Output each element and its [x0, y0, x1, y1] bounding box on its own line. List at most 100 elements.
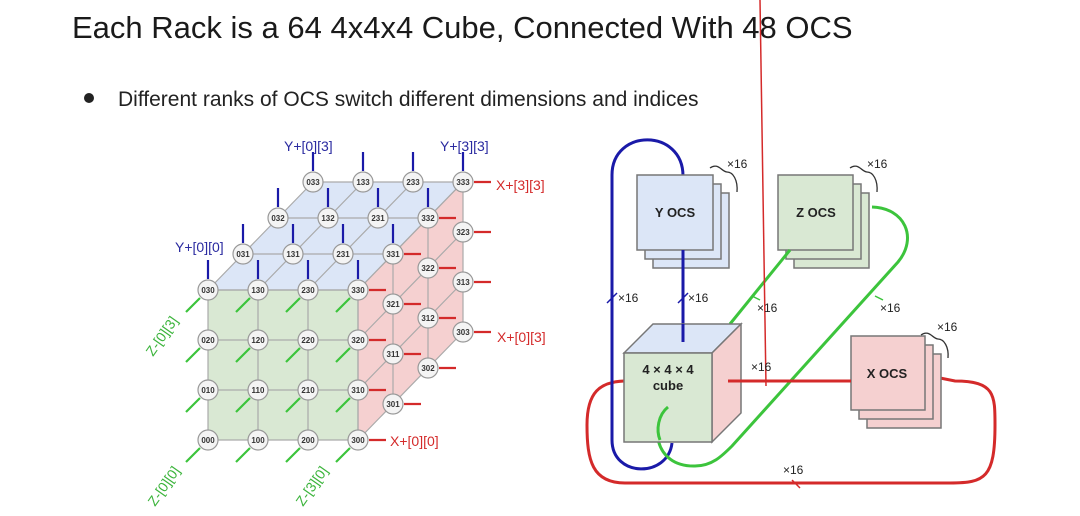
chip-node-circle: [297, 379, 319, 401]
chip-node-circle: [297, 279, 319, 301]
chip-node: 110: [247, 379, 269, 401]
chip-node: 321: [382, 293, 404, 315]
right-face: [358, 182, 463, 440]
chip-node-label: 010: [201, 386, 215, 395]
chip-node-circle: [297, 329, 319, 351]
chip-node: 311: [382, 343, 404, 365]
chip-node-circle: [382, 343, 404, 365]
chip-node-circle: [382, 293, 404, 315]
chip-node-label: 301: [386, 400, 400, 409]
chip-node: 231: [332, 243, 354, 265]
z-link-stub: [235, 347, 251, 363]
chip-node-label: 000: [201, 436, 215, 445]
chip-node-circle: [247, 429, 269, 451]
chip-node: 010: [197, 379, 219, 401]
grid-line: [207, 181, 314, 291]
y-ocs-label: Y OCS: [655, 205, 696, 220]
label-y00: Y+[0][0]: [175, 239, 224, 255]
chip-node-label: 132: [321, 214, 335, 223]
chip-node-label: 321: [386, 300, 400, 309]
chip-node: 302: [417, 357, 439, 379]
cube-label-line1: 4 × 4 × 4: [642, 362, 694, 377]
z-link-stub: [335, 397, 351, 413]
z-link-stub: [285, 447, 301, 463]
label-y03: Y+[0][3]: [284, 138, 333, 154]
label-z30: Z-[3][0]: [292, 463, 331, 509]
z-link-stub: [335, 447, 351, 463]
chip-node: 210: [297, 379, 319, 401]
chip-node-label: 020: [201, 336, 215, 345]
x-ocs-stack: [850, 335, 942, 429]
chip-node-label: 032: [271, 214, 285, 223]
z-link-stub: [285, 347, 301, 363]
z-link-stub: [185, 347, 201, 363]
chip-node-circle: [417, 357, 439, 379]
chip-node-label: 303: [456, 328, 470, 337]
bullet-dot-icon: [84, 93, 94, 104]
chip-node: 030: [197, 279, 219, 301]
chip-node: 132: [317, 207, 339, 229]
chip-node-label: 131: [286, 250, 300, 259]
chip-node-circle: [417, 207, 439, 229]
z-link-stub: [185, 297, 201, 313]
chip-node: 303: [452, 321, 474, 343]
chip-node-label: 331: [386, 250, 400, 259]
z-link-stub: [235, 447, 251, 463]
front-face: [208, 290, 358, 440]
chip-node: 133: [352, 171, 374, 193]
chip-node: 312: [417, 307, 439, 329]
chip-node-label: 031: [236, 250, 250, 259]
label-z03: Z-[0][3]: [142, 313, 181, 359]
chip-node: 131: [282, 243, 304, 265]
z-link-stub: [285, 297, 301, 313]
chip-node-label: 310: [351, 386, 365, 395]
chip-node: 233: [402, 171, 424, 193]
multiplier-z-loop: ×16: [880, 301, 901, 315]
chip-node-label: 133: [356, 178, 370, 187]
chip-node-circle: [247, 329, 269, 351]
x-link-loop: [585, 373, 997, 485]
chip-node-circle: [382, 243, 404, 265]
chip-node-circle: [297, 429, 319, 451]
chip-node-circle: [247, 379, 269, 401]
chip-node-circle: [197, 279, 219, 301]
chip-node: 331: [382, 243, 404, 265]
grid-line: [357, 331, 464, 441]
label-y33: Y+[3][3]: [440, 138, 489, 154]
chip-node-circle: [197, 429, 219, 451]
label-z00: Z-[0][0]: [144, 463, 183, 509]
z-ocs-label: Z OCS: [796, 205, 836, 220]
y-link-loop: [610, 138, 685, 471]
z-link-into-cube: [656, 405, 670, 441]
chip-node: 130: [247, 279, 269, 301]
chip-node: 000: [197, 429, 219, 451]
chip-node: 330: [347, 279, 369, 301]
y-ocs-stack: [636, 174, 730, 269]
z-ocs-stack: [777, 174, 870, 269]
chip-node-label: 120: [251, 336, 265, 345]
multiplier-x-loop: ×16: [783, 463, 804, 477]
chip-node-circle: [267, 207, 289, 229]
z-ocs-to-cube-link: [728, 249, 792, 325]
chip-node-label: 100: [251, 436, 265, 445]
multiplier-x-brace: ×16: [937, 320, 958, 334]
chip-node: 120: [247, 329, 269, 351]
grid-line: [357, 231, 464, 341]
x-ocs-label: X OCS: [867, 366, 908, 381]
z-link-stub: [235, 297, 251, 313]
chip-node: 033: [302, 171, 324, 193]
chip-node: 301: [382, 393, 404, 415]
chip-node: 220: [297, 329, 319, 351]
chip-node-circle: [452, 321, 474, 343]
chip-node: 322: [417, 257, 439, 279]
bullet-point: Different ranks of OCS switch different …: [84, 88, 699, 112]
chip-node-label: 323: [456, 228, 470, 237]
z-link-stub: [285, 397, 301, 413]
chip-node-circle: [347, 279, 369, 301]
label-x33: X+[3][3]: [496, 177, 545, 193]
chip-node-label: 332: [421, 214, 435, 223]
z-link-stub: [185, 397, 201, 413]
chip-node: 310: [347, 379, 369, 401]
